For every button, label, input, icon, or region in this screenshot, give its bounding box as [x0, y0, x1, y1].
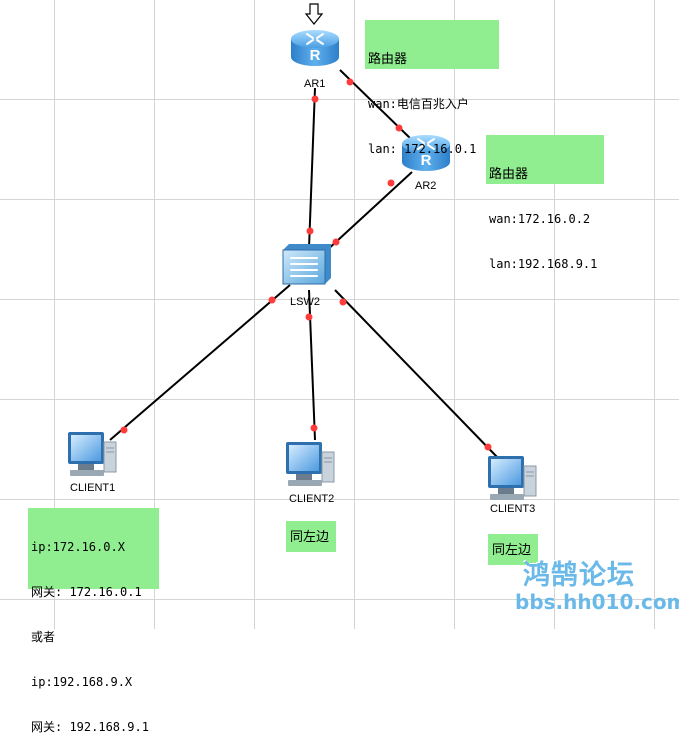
- pc-client3[interactable]: [488, 456, 537, 500]
- topology-canvas: R R: [0, 0, 679, 629]
- router-arrows-icon: [417, 138, 435, 150]
- port-dots: [120, 78, 492, 451]
- note-client1-gw2: 网关: 192.168.9.1: [31, 720, 149, 734]
- link-lsw2-client3[interactable]: [334, 289, 499, 459]
- note-client2: 同左边: [286, 521, 336, 552]
- link-lsw2-client2[interactable]: [308, 289, 316, 441]
- pc-client2[interactable]: [286, 442, 335, 486]
- label-ar2: AR2: [415, 180, 437, 192]
- note-client1-ip2: ip:192.168.9.X: [31, 675, 133, 689]
- background-grid: [0, 0, 679, 629]
- svg-text:R: R: [421, 152, 432, 169]
- note-ar1: 路由器 wan:电信百兆入户 lan: 172.16.0.1: [365, 20, 499, 156]
- note-ar1-title: 路由器: [368, 52, 408, 67]
- note-client1-ip1: ip:172.16.0.X: [31, 540, 125, 554]
- note-client1-gw1: 网关: 172.16.0.1: [31, 585, 142, 599]
- svg-text:R: R: [310, 47, 321, 64]
- link-lsw2-client1[interactable]: [109, 284, 291, 441]
- label-ar1: AR1: [304, 78, 326, 90]
- note-ar1-lan: lan: 172.16.0.1: [368, 142, 477, 156]
- watermark-name: 鸿鹄论坛: [523, 560, 635, 591]
- link-ar2-lsw2[interactable]: [324, 171, 413, 253]
- note-client3: 同左边: [488, 534, 538, 565]
- note-ar1-wan: wan:电信百兆入户: [368, 97, 469, 111]
- label-client2: CLIENT2: [289, 493, 335, 505]
- router-ar2[interactable]: R: [402, 135, 450, 171]
- note-ar2: 路由器 wan:172.16.0.2 lan:192.168.9.1: [486, 135, 604, 271]
- note-ar2-lan: lan:192.168.9.1: [489, 257, 598, 271]
- router-ar1[interactable]: R: [291, 30, 339, 66]
- label-client1: CLIENT1: [70, 482, 116, 494]
- label-lsw2: LSW2: [290, 296, 320, 308]
- pc-client1[interactable]: [68, 432, 117, 476]
- router-arrows-icon: [306, 33, 324, 45]
- note-client1: ip:172.16.0.X 网关: 172.16.0.1 或者 ip:192.1…: [28, 508, 159, 734]
- switch-lsw2[interactable]: [282, 244, 331, 285]
- watermark-url: bbs.hh010.com: [515, 590, 679, 614]
- link-ar1-lsw2[interactable]: [308, 87, 316, 249]
- note-client1-or: 或者: [31, 630, 56, 644]
- pointer-arrow-icon: [304, 3, 324, 25]
- note-ar2-title: 路由器: [489, 167, 529, 182]
- switch-arrows-icon: [290, 257, 318, 277]
- note-ar2-wan: wan:172.16.0.2: [489, 212, 591, 226]
- label-client3: CLIENT3: [490, 503, 536, 515]
